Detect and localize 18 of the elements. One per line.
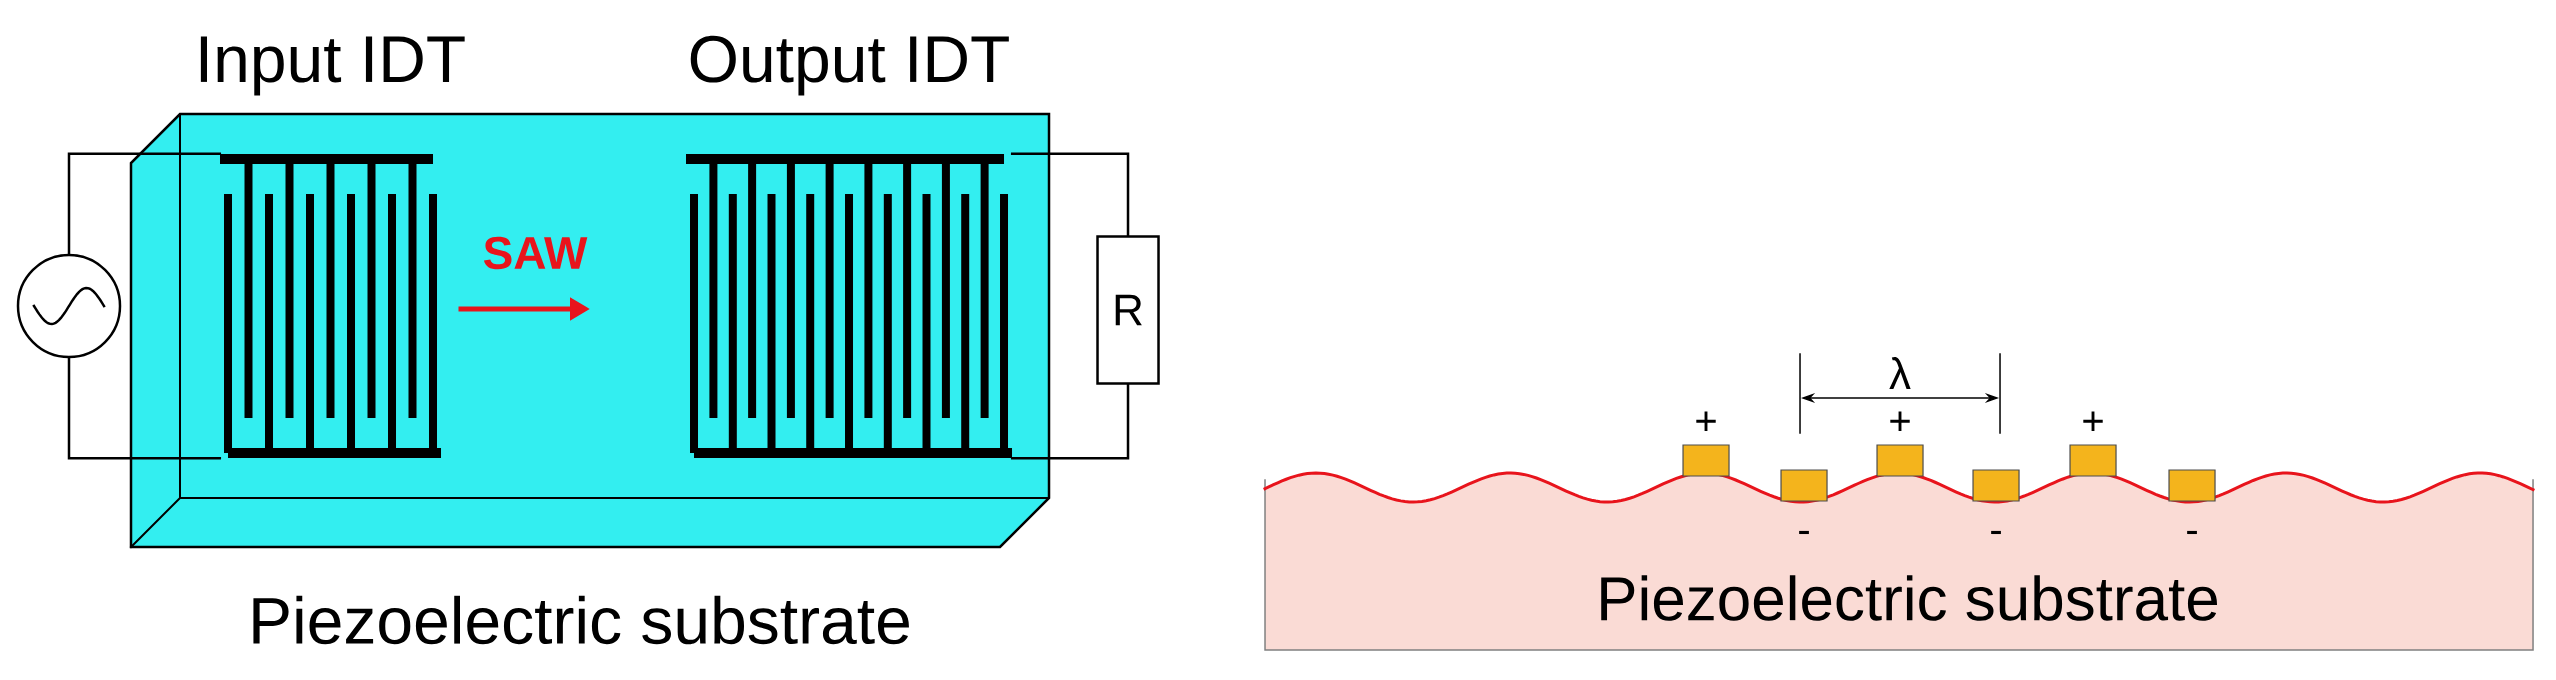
substrate-label: Piezoelectric substrate [253,595,909,645]
wave-label: SAW [483,236,588,270]
charge-sign: - [1991,530,2001,535]
charge-sign: + [1696,411,1716,432]
wire [1010,383,1130,460]
ac-source-symbol [16,253,122,359]
wire [67,152,222,255]
wire [67,357,222,460]
wire [1010,152,1130,237]
charge-sign: + [2083,411,2103,432]
wavelength-label: λ [1889,357,1911,389]
node-label: Input IDT [200,36,465,96]
node-label: Output IDT [690,35,1009,96]
charge-sign: + [1890,411,1910,432]
idt-electrode: Output IDT [686,35,1012,458]
charge-sign: - [1799,530,1809,535]
charge-sign: - [2187,530,2197,535]
idt-electrode: Input IDT [200,36,465,458]
